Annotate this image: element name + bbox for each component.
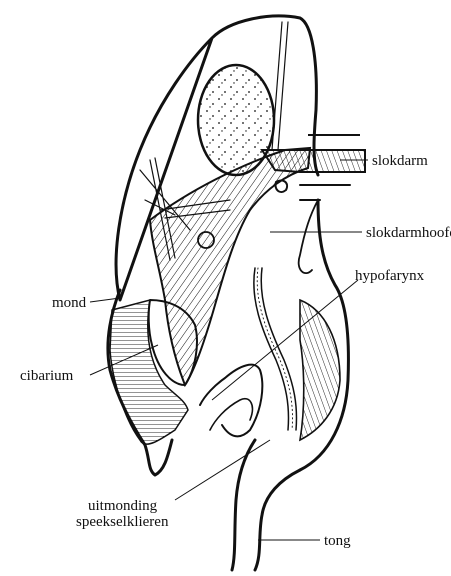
tongue-outline <box>255 470 300 570</box>
leader-uitmonding <box>175 440 270 500</box>
label-slokdarmhoofd: slokdarmhoofd <box>366 225 451 241</box>
tongue-inner-outline <box>232 440 255 570</box>
label-cibarium: cibarium <box>20 368 74 384</box>
posterior-blade <box>300 300 340 440</box>
hypopharynx-lobe <box>200 365 262 437</box>
label-uitmonding-line1: uitmonding <box>88 498 158 514</box>
label-slokdarm: slokdarm <box>372 153 428 169</box>
label-mond: mond <box>52 295 87 311</box>
label-tong: tong <box>324 533 351 549</box>
label-uitmonding-line2: speekselklieren <box>76 514 169 530</box>
posterior-membrane <box>299 200 318 273</box>
oesophagus-lower-wall <box>300 185 350 200</box>
oesophagus-tube <box>262 150 365 172</box>
label-hypofarynx: hypofarynx <box>355 268 425 284</box>
junction-sclerite <box>276 180 287 192</box>
hypopharynx-inner-fold <box>210 399 252 430</box>
salivary-duct-right <box>261 268 296 430</box>
